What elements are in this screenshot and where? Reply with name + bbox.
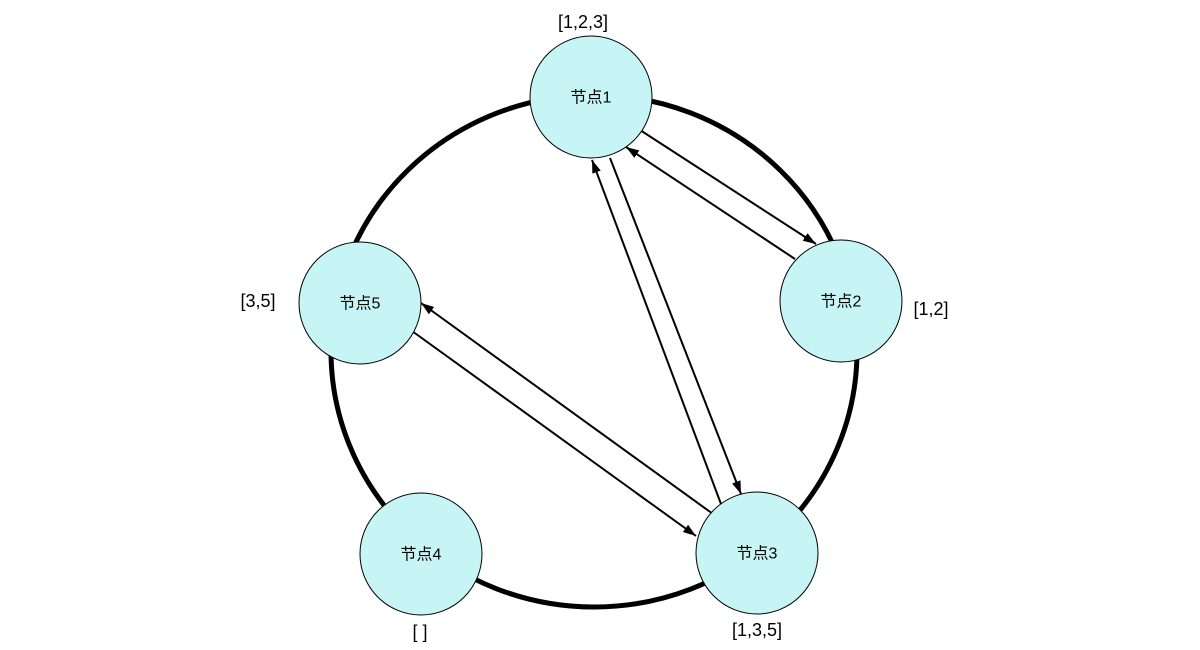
- node-circle-node3: [695, 491, 819, 615]
- node-circle-node1: [529, 35, 653, 159]
- peer-list-label-node4: [ ]: [412, 622, 427, 642]
- node-label-node3: 节点3: [737, 545, 778, 563]
- node-circle-node4: [359, 492, 483, 616]
- edge-node3-to-node5: [420, 302, 714, 515]
- peer-list-label-node3: [1,3,5]: [732, 620, 782, 640]
- peer-list-label-node1: [1,2,3]: [558, 12, 608, 32]
- peer-list-label-node5: [3,5]: [240, 291, 275, 311]
- peer-list-label-node2: [1,2]: [913, 299, 948, 319]
- edge-node1-to-node2: [639, 129, 817, 245]
- node-label-node4: 节点4: [401, 546, 442, 564]
- node-label-node1: 节点1: [571, 89, 612, 107]
- edges-layer: [411, 129, 817, 537]
- node-label-node5: 节点5: [340, 295, 381, 313]
- edge-node3-to-node1: [591, 159, 725, 513]
- edge-node2-to-node1: [625, 146, 796, 260]
- node-label-node2: 节点2: [821, 293, 862, 311]
- nodes-layer: [298, 35, 903, 616]
- labels-layer: 节点1 [1,2,3] 节点2 [1,2] 节点3 [1,3,5] 节点4 [ ] 节点5 [3,…: [240, 12, 948, 642]
- node-circle-node2: [779, 239, 903, 363]
- edge-node1-to-node3: [609, 157, 742, 495]
- edge-node5-to-node3: [411, 330, 697, 537]
- node-circle-node5: [298, 241, 422, 365]
